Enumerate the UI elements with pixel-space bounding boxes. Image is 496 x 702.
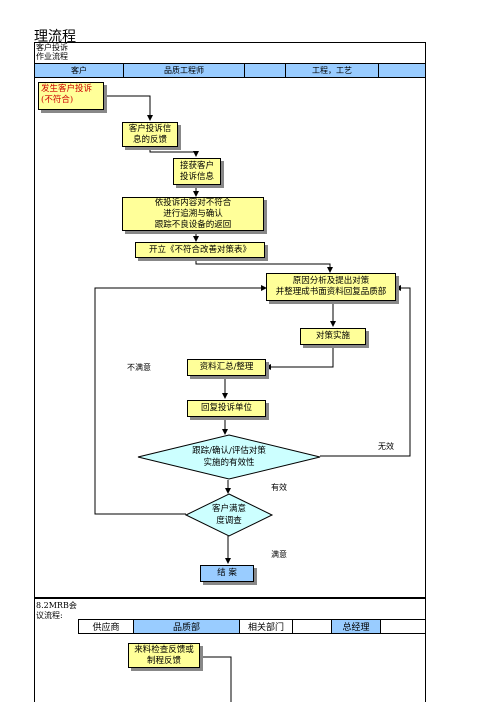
lane-customer: 客户 — [34, 63, 124, 78]
lane-general-manager: 总经理 — [331, 619, 381, 634]
lane-blank-3 — [292, 619, 332, 634]
lane-engineering: 工程，工艺 — [285, 63, 379, 78]
lane-related-dept: 相关部门 — [239, 619, 293, 634]
step-reply-unit: 回复投诉单位 — [187, 400, 266, 417]
section2-label-1: 8.2MRB会 — [36, 601, 77, 610]
section1-label-2: 作业流程 — [36, 52, 68, 61]
lane-blank-2 — [378, 63, 426, 78]
section1-frame — [34, 42, 426, 598]
label-satisfied: 满意 — [271, 550, 287, 559]
section2-label-2: 议流程: — [36, 611, 63, 620]
page-title: 理流程 — [34, 29, 76, 45]
step-incoming-feedback: 来料检查反馈或 制程反馈 — [128, 643, 200, 668]
lane-quality-dept: 品质部 — [133, 619, 240, 634]
step-implement: 对策实施 — [300, 328, 366, 345]
lane-blank-4 — [380, 619, 426, 634]
lane-quality-engineer: 品质工程师 — [123, 63, 245, 78]
step-summarize: 资料汇总/整理 — [187, 359, 266, 376]
step-receive-info: 接获客户 投诉信息 — [173, 158, 221, 185]
label-valid: 有效 — [271, 483, 287, 492]
step-trace-confirm: 依投诉内容对不符合 进行追溯与确认 跟踪不良设备的返回 — [122, 197, 264, 231]
step-root-cause: 原因分析及提出对策 并整理成书面资料回复品质部 — [266, 273, 396, 301]
decision-track-verify — [137, 434, 321, 480]
step-track-verify: 跟踪/确认/评估对策 实施的有效性 — [192, 446, 266, 468]
step-customer-complaint: 发生客户投诉 (不符合) — [38, 82, 104, 110]
step-satisfaction: 客户满意 度调查 — [211, 504, 246, 526]
section2-frame — [34, 598, 426, 702]
step-complaint-feedback: 客户投诉信 息的反馈 — [122, 122, 178, 147]
decision-satisfaction — [184, 493, 274, 537]
step-close-case: 结 案 — [200, 565, 254, 582]
lane-supplier: 供应商 — [78, 619, 133, 634]
label-invalid: 无效 — [378, 442, 394, 451]
step-open-report: 开立《不符合改善对策表》 — [135, 242, 265, 258]
section1-label-1: 客户投诉 — [36, 43, 68, 52]
label-unsatisfied: 不满意 — [127, 363, 151, 372]
